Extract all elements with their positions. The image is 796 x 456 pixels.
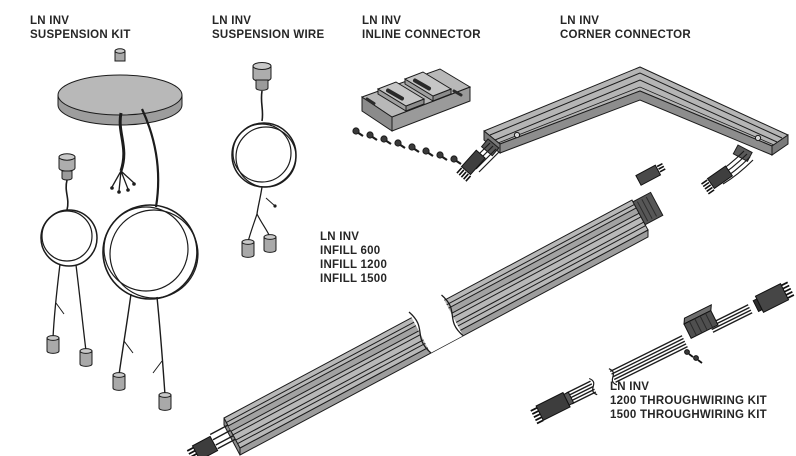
- infill-feed-connector: [632, 162, 666, 226]
- inline-connector-illustration: [352, 68, 472, 165]
- label-line: 1200 THROUGHWIRING KIT: [610, 395, 767, 407]
- corner-rail: [483, 66, 789, 156]
- label-suspension-wire: LN INV SUSPENSION WIRE: [212, 14, 324, 42]
- label-corner-connector: LN INV CORNER CONNECTOR: [560, 14, 691, 42]
- left-plug: [530, 391, 575, 425]
- power-cable: [110, 112, 136, 194]
- label-line: 1500 THROUGHWIRING KIT: [610, 409, 767, 421]
- ribbon-wires: [566, 304, 753, 405]
- right-plug: [701, 165, 734, 195]
- suspension-kit-illustration: [40, 48, 199, 411]
- label-inline-connector: LN INV INLINE CONNECTOR: [362, 14, 481, 42]
- infill-end-plug: [186, 424, 236, 456]
- label-line: LN INV: [30, 15, 70, 27]
- suspension-wire-coil-large: [102, 108, 199, 411]
- label-line: LN INV: [320, 231, 360, 243]
- label-line: LN INV: [212, 15, 252, 27]
- label-line: LN INV: [362, 15, 402, 27]
- throughwiring-kit-illustration: [530, 281, 795, 425]
- label-line: INFILL 1500: [320, 273, 388, 285]
- label-line: SUSPENSION KIT: [30, 29, 131, 41]
- label-suspension-kit: LN INV SUSPENSION KIT: [30, 14, 131, 42]
- corner-connector-illustration: [456, 66, 789, 195]
- label-line: INFILL 600: [320, 245, 381, 257]
- label-infill: LN INV INFILL 600 INFILL 1200 INFILL 150…: [320, 230, 387, 286]
- label-line: SUSPENSION WIRE: [212, 29, 325, 41]
- suspension-wire-illustration: [231, 62, 297, 258]
- ceiling-fixing: [252, 62, 272, 91]
- label-line: CORNER CONNECTOR: [560, 29, 691, 41]
- label-line: LN INV: [610, 381, 650, 393]
- label-line: INFILL 1200: [320, 259, 388, 271]
- suspension-wire-coil-small: [40, 153, 98, 367]
- middle-connector-block: [683, 303, 719, 339]
- length-break: [408, 294, 464, 354]
- right-plug: [752, 281, 795, 313]
- label-line: LN INV: [560, 15, 600, 27]
- length-break: [588, 368, 618, 396]
- infill-illustration: [186, 162, 666, 456]
- wire-drops: [241, 186, 277, 258]
- fixing-screws: [352, 127, 462, 165]
- left-ribbon-cable: [456, 138, 500, 182]
- left-plug: [456, 149, 486, 182]
- label-throughwiring-kit: LN INV 1200 THROUGHWIRING KIT 1500 THROU…: [610, 380, 767, 422]
- wire-coil: [231, 90, 297, 188]
- small-screws: [684, 349, 703, 364]
- connector-plate: [360, 68, 472, 132]
- label-line: INLINE CONNECTOR: [362, 29, 481, 41]
- right-ribbon-cable: [701, 144, 754, 195]
